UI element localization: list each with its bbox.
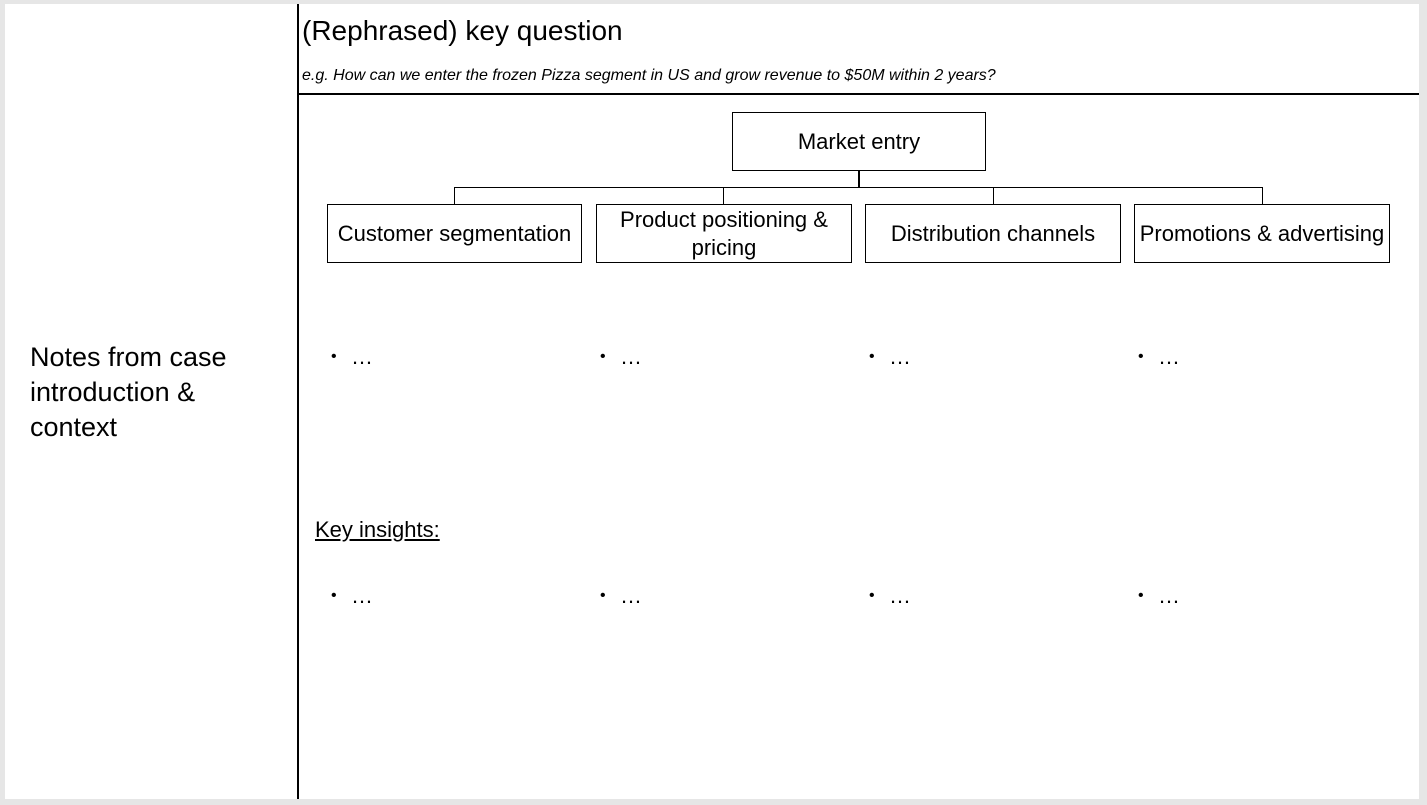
- bullet-dot: •: [869, 587, 875, 604]
- notes-label: Notes from case introduction & context: [30, 342, 227, 442]
- branch-label: Distribution channels: [890, 220, 1096, 246]
- connector-branch-2: [723, 187, 724, 204]
- bullet-dot: •: [600, 348, 606, 365]
- insight-bullet-4: •…: [1138, 583, 1180, 609]
- bullet-dot: •: [331, 587, 337, 604]
- branch-bullet-3: •…: [869, 344, 911, 370]
- bullet-text: …: [1158, 583, 1180, 608]
- bullet-text: …: [351, 344, 373, 369]
- horizontal-divider: [297, 93, 1419, 95]
- insight-bullet-2: •…: [600, 583, 642, 609]
- key-insights-label: Key insights:: [315, 517, 440, 542]
- key-question-example: e.g. How can we enter the frozen Pizza s…: [302, 67, 996, 84]
- bullet-text: …: [889, 583, 911, 608]
- branch-label: Product positioning & pricing: [620, 206, 828, 260]
- connector-horizontal: [454, 187, 1263, 188]
- bullet-dot: •: [869, 348, 875, 365]
- bullet-dot: •: [1138, 348, 1144, 365]
- branch-bullet-1: •…: [331, 344, 373, 370]
- branch-box-product-positioning: Product positioning & pricing: [596, 204, 852, 263]
- connector-root-stem: [858, 171, 860, 188]
- bullet-text: …: [1158, 344, 1180, 369]
- branch-box-promotions-advertising: Promotions & advertising: [1134, 204, 1390, 263]
- connector-branch-3: [993, 187, 994, 204]
- tree-root-box: Market entry: [732, 112, 986, 171]
- branch-box-distribution-channels: Distribution channels: [865, 204, 1121, 263]
- branch-label: Promotions & advertising: [1139, 220, 1385, 246]
- bullet-dot: •: [1138, 587, 1144, 604]
- insight-bullet-1: •…: [331, 583, 373, 609]
- connector-branch-4: [1262, 187, 1263, 204]
- bullet-text: …: [620, 344, 642, 369]
- bullet-text: …: [620, 583, 642, 608]
- bullet-text: …: [351, 583, 373, 608]
- bullet-dot: •: [600, 587, 606, 604]
- bullet-dot: •: [331, 348, 337, 365]
- key-question-title: (Rephrased) key question: [302, 15, 623, 46]
- branch-box-customer-segmentation: Customer segmentation: [327, 204, 582, 263]
- slide: Notes from case introduction & context (…: [5, 4, 1419, 799]
- tree-root-label: Market entry: [797, 128, 921, 154]
- vertical-divider: [297, 4, 299, 799]
- branch-bullet-2: •…: [600, 344, 642, 370]
- connector-branch-1: [454, 187, 455, 204]
- insight-bullet-3: •…: [869, 583, 911, 609]
- bullet-text: …: [889, 344, 911, 369]
- branch-label: Customer segmentation: [337, 220, 572, 246]
- branch-bullet-4: •…: [1138, 344, 1180, 370]
